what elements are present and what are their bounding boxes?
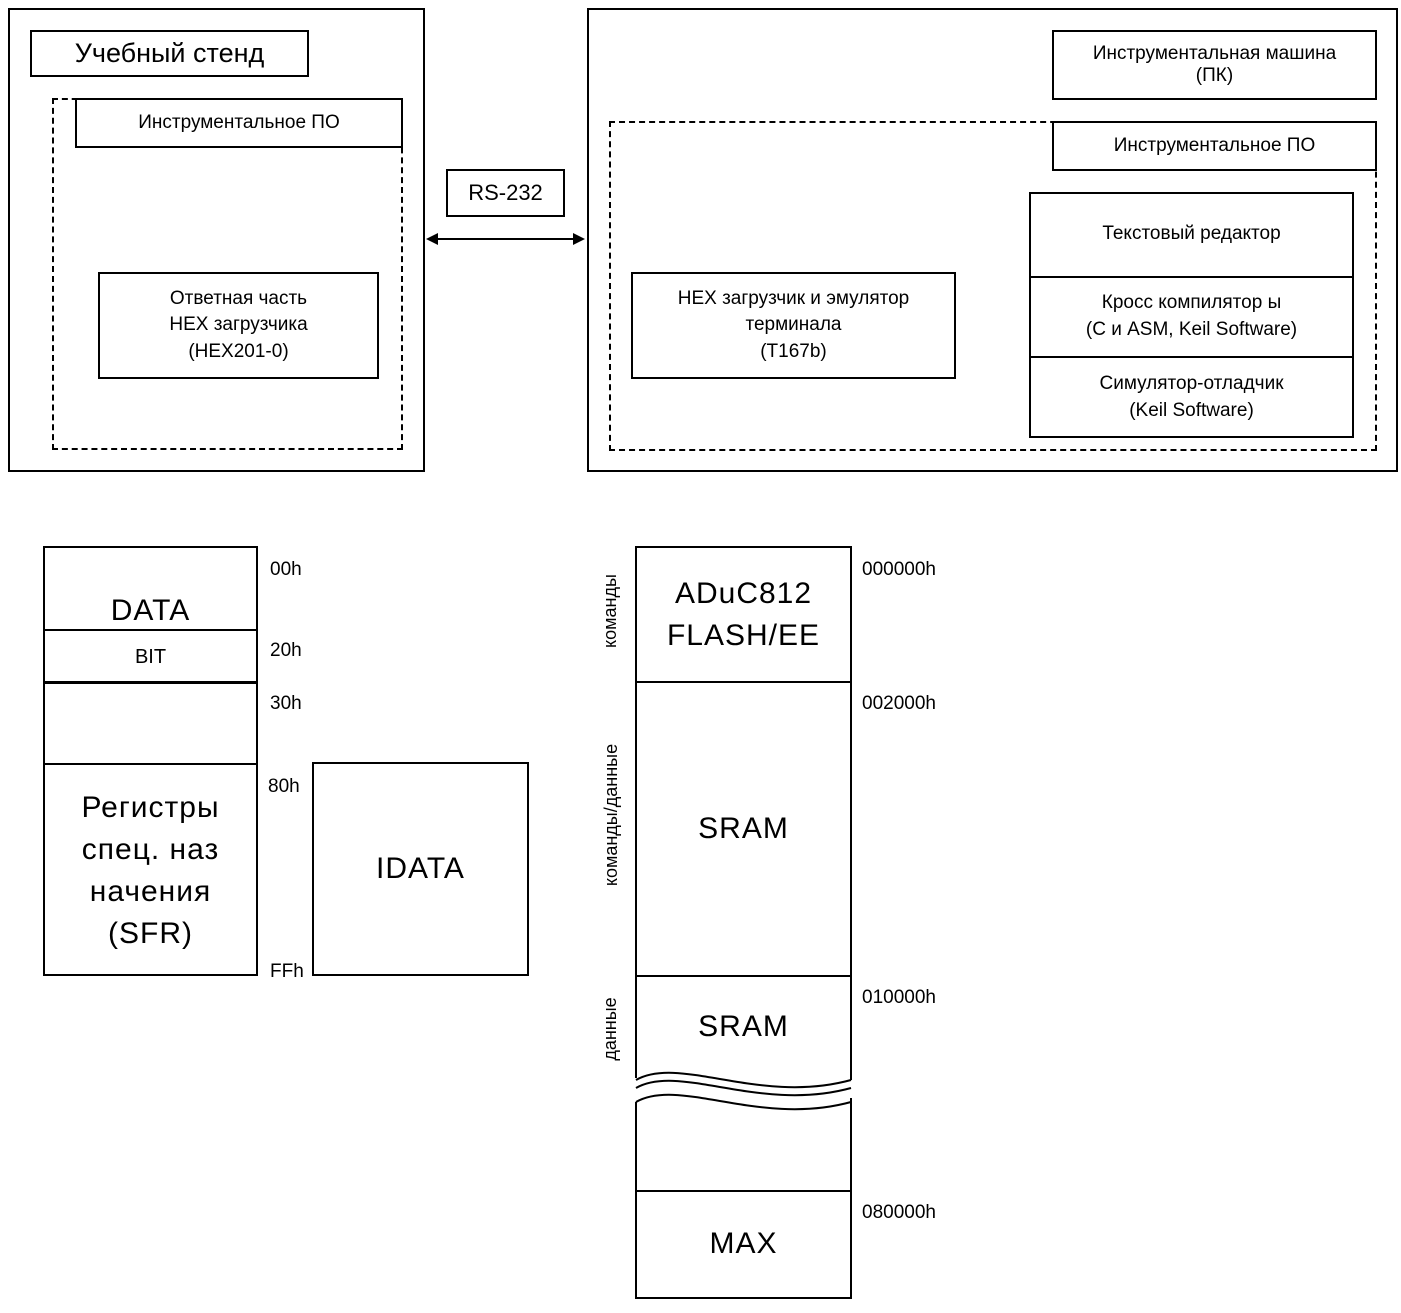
internal-memory-column xyxy=(43,546,258,976)
ext-block-sram-2: SRAM xyxy=(698,1010,789,1043)
rs232-arrow-right xyxy=(573,233,585,245)
host-tools-stack xyxy=(1029,192,1354,438)
block-sfr: Регистры спец. наз начения (SFR) xyxy=(45,763,256,976)
rs232-label: RS-232 xyxy=(446,169,565,217)
ext-block-flash: ADuC812 FLASH/EE xyxy=(666,576,821,652)
addr-30h: 30h xyxy=(270,693,302,714)
ext-break-upper-2 xyxy=(635,1079,852,1097)
stand-frame xyxy=(8,8,425,472)
ext-break-upper xyxy=(635,1071,852,1089)
addr-010000h: 010000h xyxy=(862,987,936,1008)
block-general xyxy=(45,681,256,766)
ext-block-max: MAX xyxy=(709,1227,778,1260)
addr-20h: 20h xyxy=(270,640,302,661)
rs232-arrow-left xyxy=(426,233,438,245)
host-software-label: Инструментальное ПО xyxy=(1052,121,1377,171)
host-software-region xyxy=(609,121,1377,451)
ext-column-upper-outline xyxy=(635,546,852,1080)
ext-column-lower-outline xyxy=(635,1098,852,1299)
stand-hex-responder: Ответная часть HEX загрузчика (HEX201-0) xyxy=(98,272,379,379)
stand-software-label: Инструментальное ПО xyxy=(75,98,403,148)
addr-80h: 80h xyxy=(268,776,300,797)
block-bit: BIT xyxy=(45,629,256,683)
tool-text-editor: Текстовый редактор xyxy=(1102,223,1281,244)
host-title: Инструментальная машина (ПК) xyxy=(1052,30,1377,100)
host-hex-loader: HEX загрузчик и эмулятор терминала (T167… xyxy=(631,272,956,379)
tool-cross-compiler: Кросс компилятор ы (C и ASM, Keil Softwa… xyxy=(1031,276,1352,356)
stand-title: Учебный стенд xyxy=(30,30,309,77)
addr-ffh: FFh xyxy=(270,961,304,982)
addr-000000h: 000000h xyxy=(862,559,936,580)
addr-080000h: 080000h xyxy=(862,1202,936,1223)
block-idata: IDATA xyxy=(312,762,529,976)
ext-break-lower xyxy=(635,1093,852,1111)
addr-00h: 00h xyxy=(270,559,302,580)
tool-simulator-debugger: Симулятор-отладчик (Keil Software) xyxy=(1031,356,1352,438)
ext-block-sram-1: SRAM xyxy=(698,812,789,845)
addr-002000h: 002000h xyxy=(862,693,936,714)
block-data: DATA xyxy=(110,594,191,627)
